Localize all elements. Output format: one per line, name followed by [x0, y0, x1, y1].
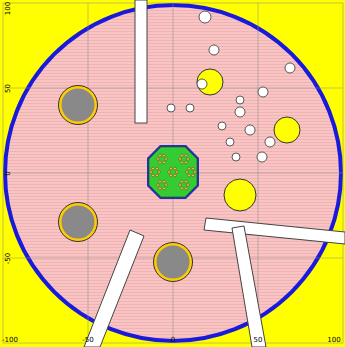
fuel-pin	[156, 167, 159, 170]
fuel-pin	[159, 180, 162, 183]
fuel-pin	[159, 161, 162, 164]
fuel-pin	[181, 180, 184, 183]
fuel-pin	[150, 171, 153, 174]
fuel-pin	[163, 180, 166, 183]
x-axis-tick: 100	[327, 337, 340, 344]
reactor-core	[147, 145, 199, 199]
x-axis-tick: 0	[171, 337, 175, 344]
hole	[245, 125, 255, 135]
hole	[226, 138, 234, 146]
hole	[232, 153, 240, 161]
fuel-pin	[181, 161, 184, 164]
fuel-pin	[165, 158, 168, 161]
fuel-pin	[186, 171, 189, 174]
fuel-pin	[187, 184, 190, 187]
hole	[285, 63, 295, 73]
fuel-pin	[158, 171, 161, 174]
fuel-pin	[163, 161, 166, 164]
fuel-pin	[194, 171, 197, 174]
fuel-pin	[192, 167, 195, 170]
fuel-pin	[168, 171, 171, 174]
hole	[257, 152, 267, 162]
fuel-pin	[159, 154, 162, 157]
fuel-pin	[185, 161, 188, 164]
hole	[235, 107, 245, 117]
fuel-pin	[174, 174, 177, 177]
fuel-pin	[163, 187, 166, 190]
yellow-channels	[197, 69, 300, 211]
x-axis-tick: -100	[2, 337, 18, 344]
fuel-pin	[174, 167, 177, 170]
hole	[209, 45, 219, 55]
fuel-pin	[188, 174, 191, 177]
fuel-pin	[163, 154, 166, 157]
fuel-pin	[192, 174, 195, 177]
hole	[186, 104, 194, 112]
fuel-pin	[157, 184, 160, 187]
fuel-pin	[170, 174, 173, 177]
beam-tubes	[84, 0, 345, 347]
fuel-pin	[179, 184, 182, 187]
fuel-pin	[185, 180, 188, 183]
fuel-pin	[159, 187, 162, 190]
fuel-pin	[188, 167, 191, 170]
fuel-pin	[152, 174, 155, 177]
y-axis-tick: 50	[5, 84, 12, 93]
hole	[236, 96, 244, 104]
fuel-pin	[156, 174, 159, 177]
y-axis-tick: 100	[5, 2, 12, 15]
fuel-pin	[165, 184, 168, 187]
fuel-pin	[170, 167, 173, 170]
y-axis-tick: -50	[5, 252, 12, 263]
hole	[199, 11, 211, 23]
irradiation-holes	[167, 11, 295, 162]
y-axis-tick: 0	[5, 171, 12, 175]
x-axis-tick: 50	[254, 337, 263, 344]
fuel-pin	[179, 158, 182, 161]
fuel-pin	[176, 171, 179, 174]
fuel-pin	[185, 154, 188, 157]
hole	[258, 87, 268, 97]
grid-lines	[3, 3, 343, 343]
fuel-pin	[181, 154, 184, 157]
hole	[265, 137, 275, 147]
fuel-pin	[152, 167, 155, 170]
fuel-pin	[181, 187, 184, 190]
fuel-pin	[187, 158, 190, 161]
hole	[167, 104, 175, 112]
fuel-pin	[185, 187, 188, 190]
x-axis-tick: -50	[82, 337, 93, 344]
hole	[218, 122, 226, 130]
hole	[197, 79, 207, 89]
fuel-pin	[157, 158, 160, 161]
